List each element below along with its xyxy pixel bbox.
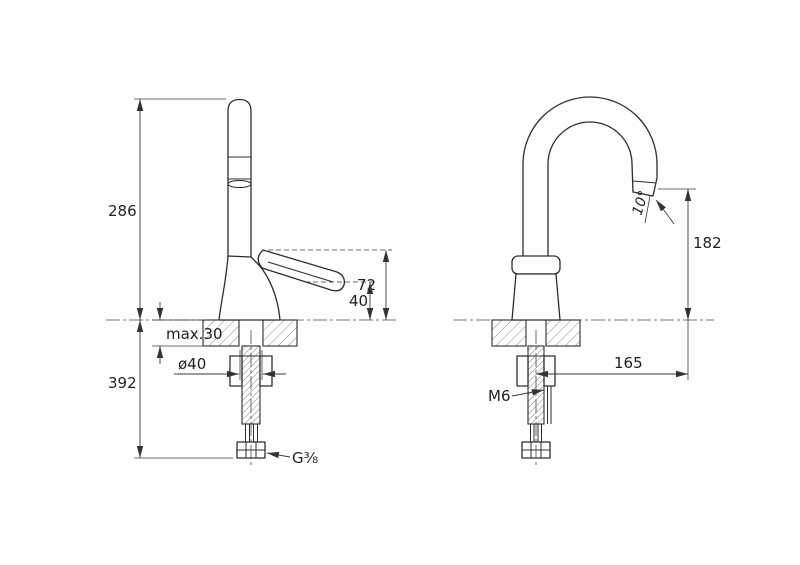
side-view-dimensions: 10° 182 165 M6 [488, 188, 722, 405]
m6-stud [547, 386, 552, 424]
aerator-outlet [227, 180, 252, 188]
bracket-leg-left-side [516, 355, 529, 387]
front-view-dimensions: 286 392 72 40 max.30 ø40 G⅜ [108, 98, 392, 467]
dim-label-40: 40 [349, 292, 368, 310]
handle-lever [257, 249, 345, 292]
deck-section-left-side [491, 319, 527, 347]
front-view [202, 98, 345, 466]
deck-section-right [262, 319, 298, 347]
dim-label-10deg: 10° [630, 189, 653, 218]
angle-leader [655, 199, 675, 225]
dim-label-g38: G⅜ [292, 449, 318, 467]
faucet-body-side [511, 273, 561, 321]
dim-label-165: 165 [614, 354, 643, 372]
angle-leg [644, 195, 651, 224]
leader-m6 [511, 389, 545, 397]
deck-section-right-side [545, 319, 581, 347]
dim-label-m6: M6 [488, 387, 511, 405]
handle-collar-side [511, 255, 561, 275]
gooseneck-spout [522, 96, 658, 262]
dim-label-392: 392 [108, 374, 137, 392]
dim-label-d40: ø40 [178, 355, 206, 373]
dim-label-182: 182 [693, 234, 722, 252]
bracket-leg-right-side [543, 355, 556, 387]
flex-hoses-front [245, 424, 258, 442]
spout-tip-aerator [632, 180, 657, 184]
handle-detail-line [267, 261, 334, 283]
dim-label-max30: max.30 [166, 325, 223, 343]
leader-g38 [266, 451, 291, 459]
side-view [491, 96, 658, 466]
dim-label-286: 286 [108, 202, 137, 220]
flex-hoses-side [530, 424, 542, 442]
